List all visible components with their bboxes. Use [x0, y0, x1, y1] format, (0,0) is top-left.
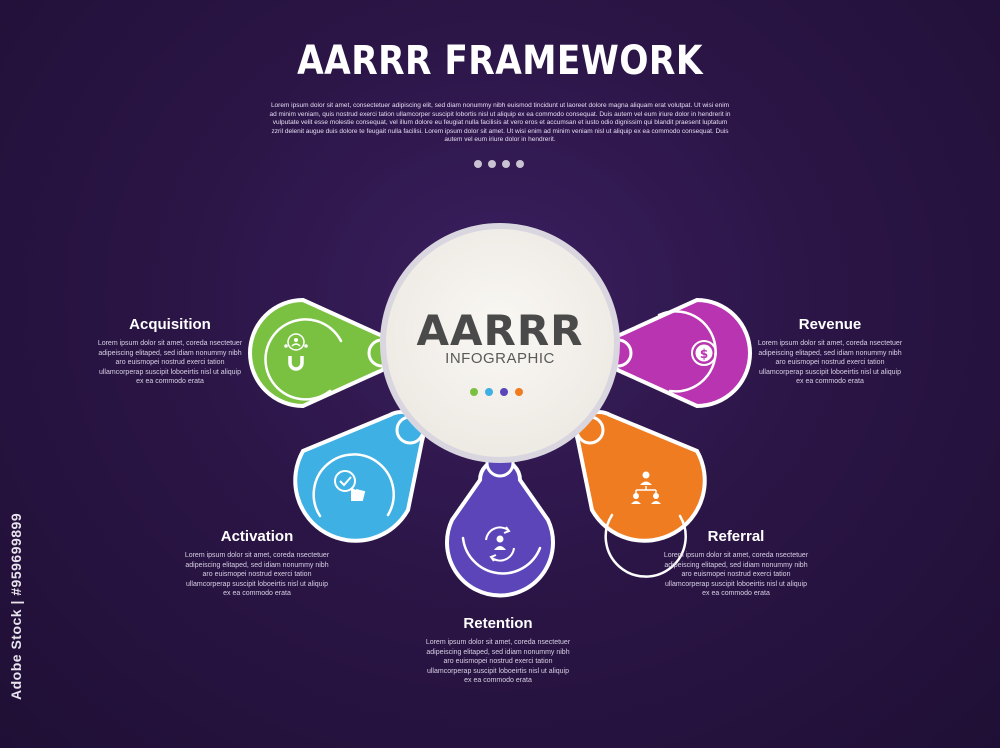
stage-referral-title: Referral — [707, 528, 765, 545]
center-dot-orange — [515, 388, 523, 396]
stage-referral-text: Lorem ipsum dolor sit amet, coreda nsect… — [663, 552, 809, 597]
stage-activation-label: Activation Lorem ipsum dolor sit amet, c… — [182, 528, 332, 599]
stage-retention-text: Lorem ipsum dolor sit amet, coreda nsect… — [425, 639, 571, 684]
stage-acquisition-title: Acquisition — [129, 316, 211, 333]
stage-referral-label: Referral Lorem ipsum dolor sit amet, cor… — [661, 528, 811, 599]
referral-network-icon — [631, 471, 661, 504]
stage-activation-shape — [293, 409, 426, 543]
stock-watermark: Adobe Stock | #959699899 — [8, 512, 24, 700]
page-subtitle: Lorem ipsum dolor sit amet, consectetuer… — [269, 102, 731, 143]
stage-acquisition-shape — [248, 297, 397, 409]
stage-revenue-label: Revenue Lorem ipsum dolor sit amet, core… — [755, 316, 905, 387]
stage-revenue-title: Revenue — [798, 316, 862, 333]
pagination-dots — [474, 160, 524, 168]
stage-activation-text: Lorem ipsum dolor sit amet, coreda nsect… — [184, 552, 330, 597]
stage-activation-title: Activation — [220, 528, 294, 545]
svg-text:$: $ — [700, 347, 708, 361]
user-cycle-icon — [485, 526, 515, 562]
center-dot-green — [470, 388, 478, 396]
center-subtitle: INFOGRAPHIC — [445, 350, 555, 367]
stage-revenue-text: Lorem ipsum dolor sit amet, coreda nsect… — [757, 340, 903, 385]
stage-retention-shape — [445, 448, 555, 598]
center-color-dots — [470, 388, 523, 396]
center-dot-purple — [500, 388, 508, 396]
stage-retention-label: Retention Lorem ipsum dolor sit amet, co… — [423, 615, 573, 686]
stage-retention-title: Retention — [463, 615, 533, 632]
stage-revenue-shape: $ — [603, 297, 752, 409]
stage-acquisition-label: Acquisition Lorem ipsum dolor sit amet, … — [95, 316, 245, 387]
touch-check-icon — [334, 470, 366, 501]
dollar-coin-icon: $ — [691, 340, 717, 366]
magnet-users-icon — [284, 333, 308, 371]
page-title: AARRR FRAMEWORK — [297, 38, 703, 84]
center-circle — [380, 223, 620, 463]
stage-acquisition-text: Lorem ipsum dolor sit amet, coreda nsect… — [97, 340, 243, 385]
center-title: AARRR — [416, 306, 584, 355]
center-dot-blue — [485, 388, 493, 396]
